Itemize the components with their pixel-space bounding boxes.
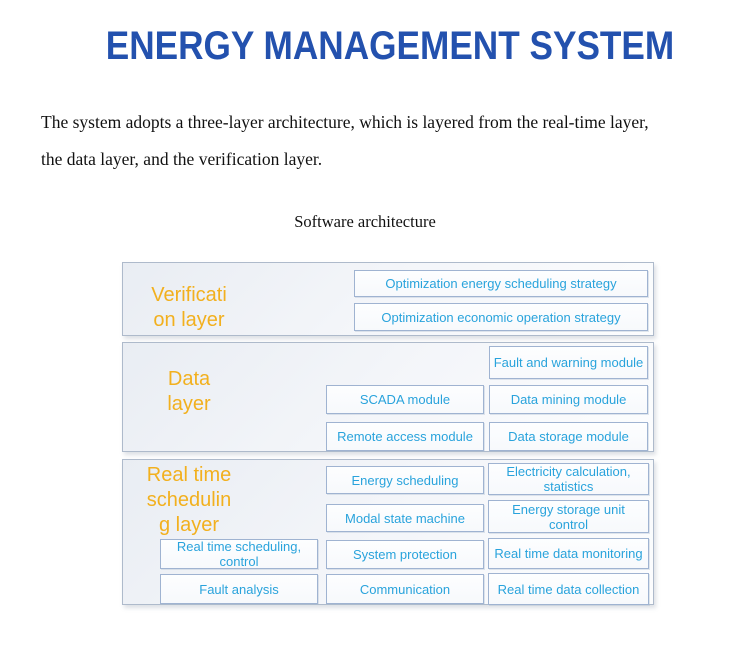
real-time-scheduling-layer-panel: Real time schedulin g layer Energy sched… [122, 459, 654, 605]
module-box-fault-analysis: Fault analysis [160, 574, 318, 604]
module-box-optimization-energy-scheduling-strategy: Optimization energy scheduling strategy [354, 270, 648, 297]
module-box-remote-access-module: Remote access module [326, 422, 484, 451]
module-box-real-time-scheduling-control: Real time scheduling, control [160, 539, 318, 569]
module-box-real-time-data-collection: Real time data collection [488, 573, 649, 605]
figure-caption: Software architecture [294, 212, 436, 231]
module-box-optimization-economic-operation-strategy: Optimization economic operation strategy [354, 303, 648, 331]
verification-layer-panel: Verificati on layer Optimization energy … [122, 262, 654, 336]
module-box-energy-scheduling: Energy scheduling [326, 466, 484, 494]
module-box-data-storage-module: Data storage module [489, 422, 648, 451]
module-box-modal-state-machine: Modal state machine [326, 504, 484, 532]
data-layer-panel: Data layer Fault and warning module SCAD… [122, 342, 654, 452]
data-layer-label: Data layer [167, 368, 211, 415]
module-box-data-mining-module: Data mining module [489, 385, 648, 414]
module-box-fault-and-warning-module: Fault and warning module [489, 346, 648, 379]
intro-paragraph-line-1: The system adopts a three-layer architec… [41, 112, 649, 132]
module-box-real-time-data-monitoring: Real time data monitoring [488, 538, 649, 569]
page-title: ENERGY MANAGEMENT SYSTEM [105, 24, 675, 68]
module-box-energy-storage-unit-control: Energy storage unit control [488, 500, 649, 533]
real-time-scheduling-layer-label: Real time schedulin g layer [146, 464, 232, 536]
module-box-scada-module: SCADA module [326, 385, 484, 414]
intro-paragraph-line-2: the data layer, and the verification lay… [41, 149, 323, 169]
module-box-system-protection: System protection [326, 540, 484, 569]
module-box-electricity-calculation-statistics: Electricity calculation, statistics [488, 463, 649, 495]
module-box-communication: Communication [326, 574, 484, 604]
verification-layer-label: Verificati on layer [151, 284, 227, 331]
